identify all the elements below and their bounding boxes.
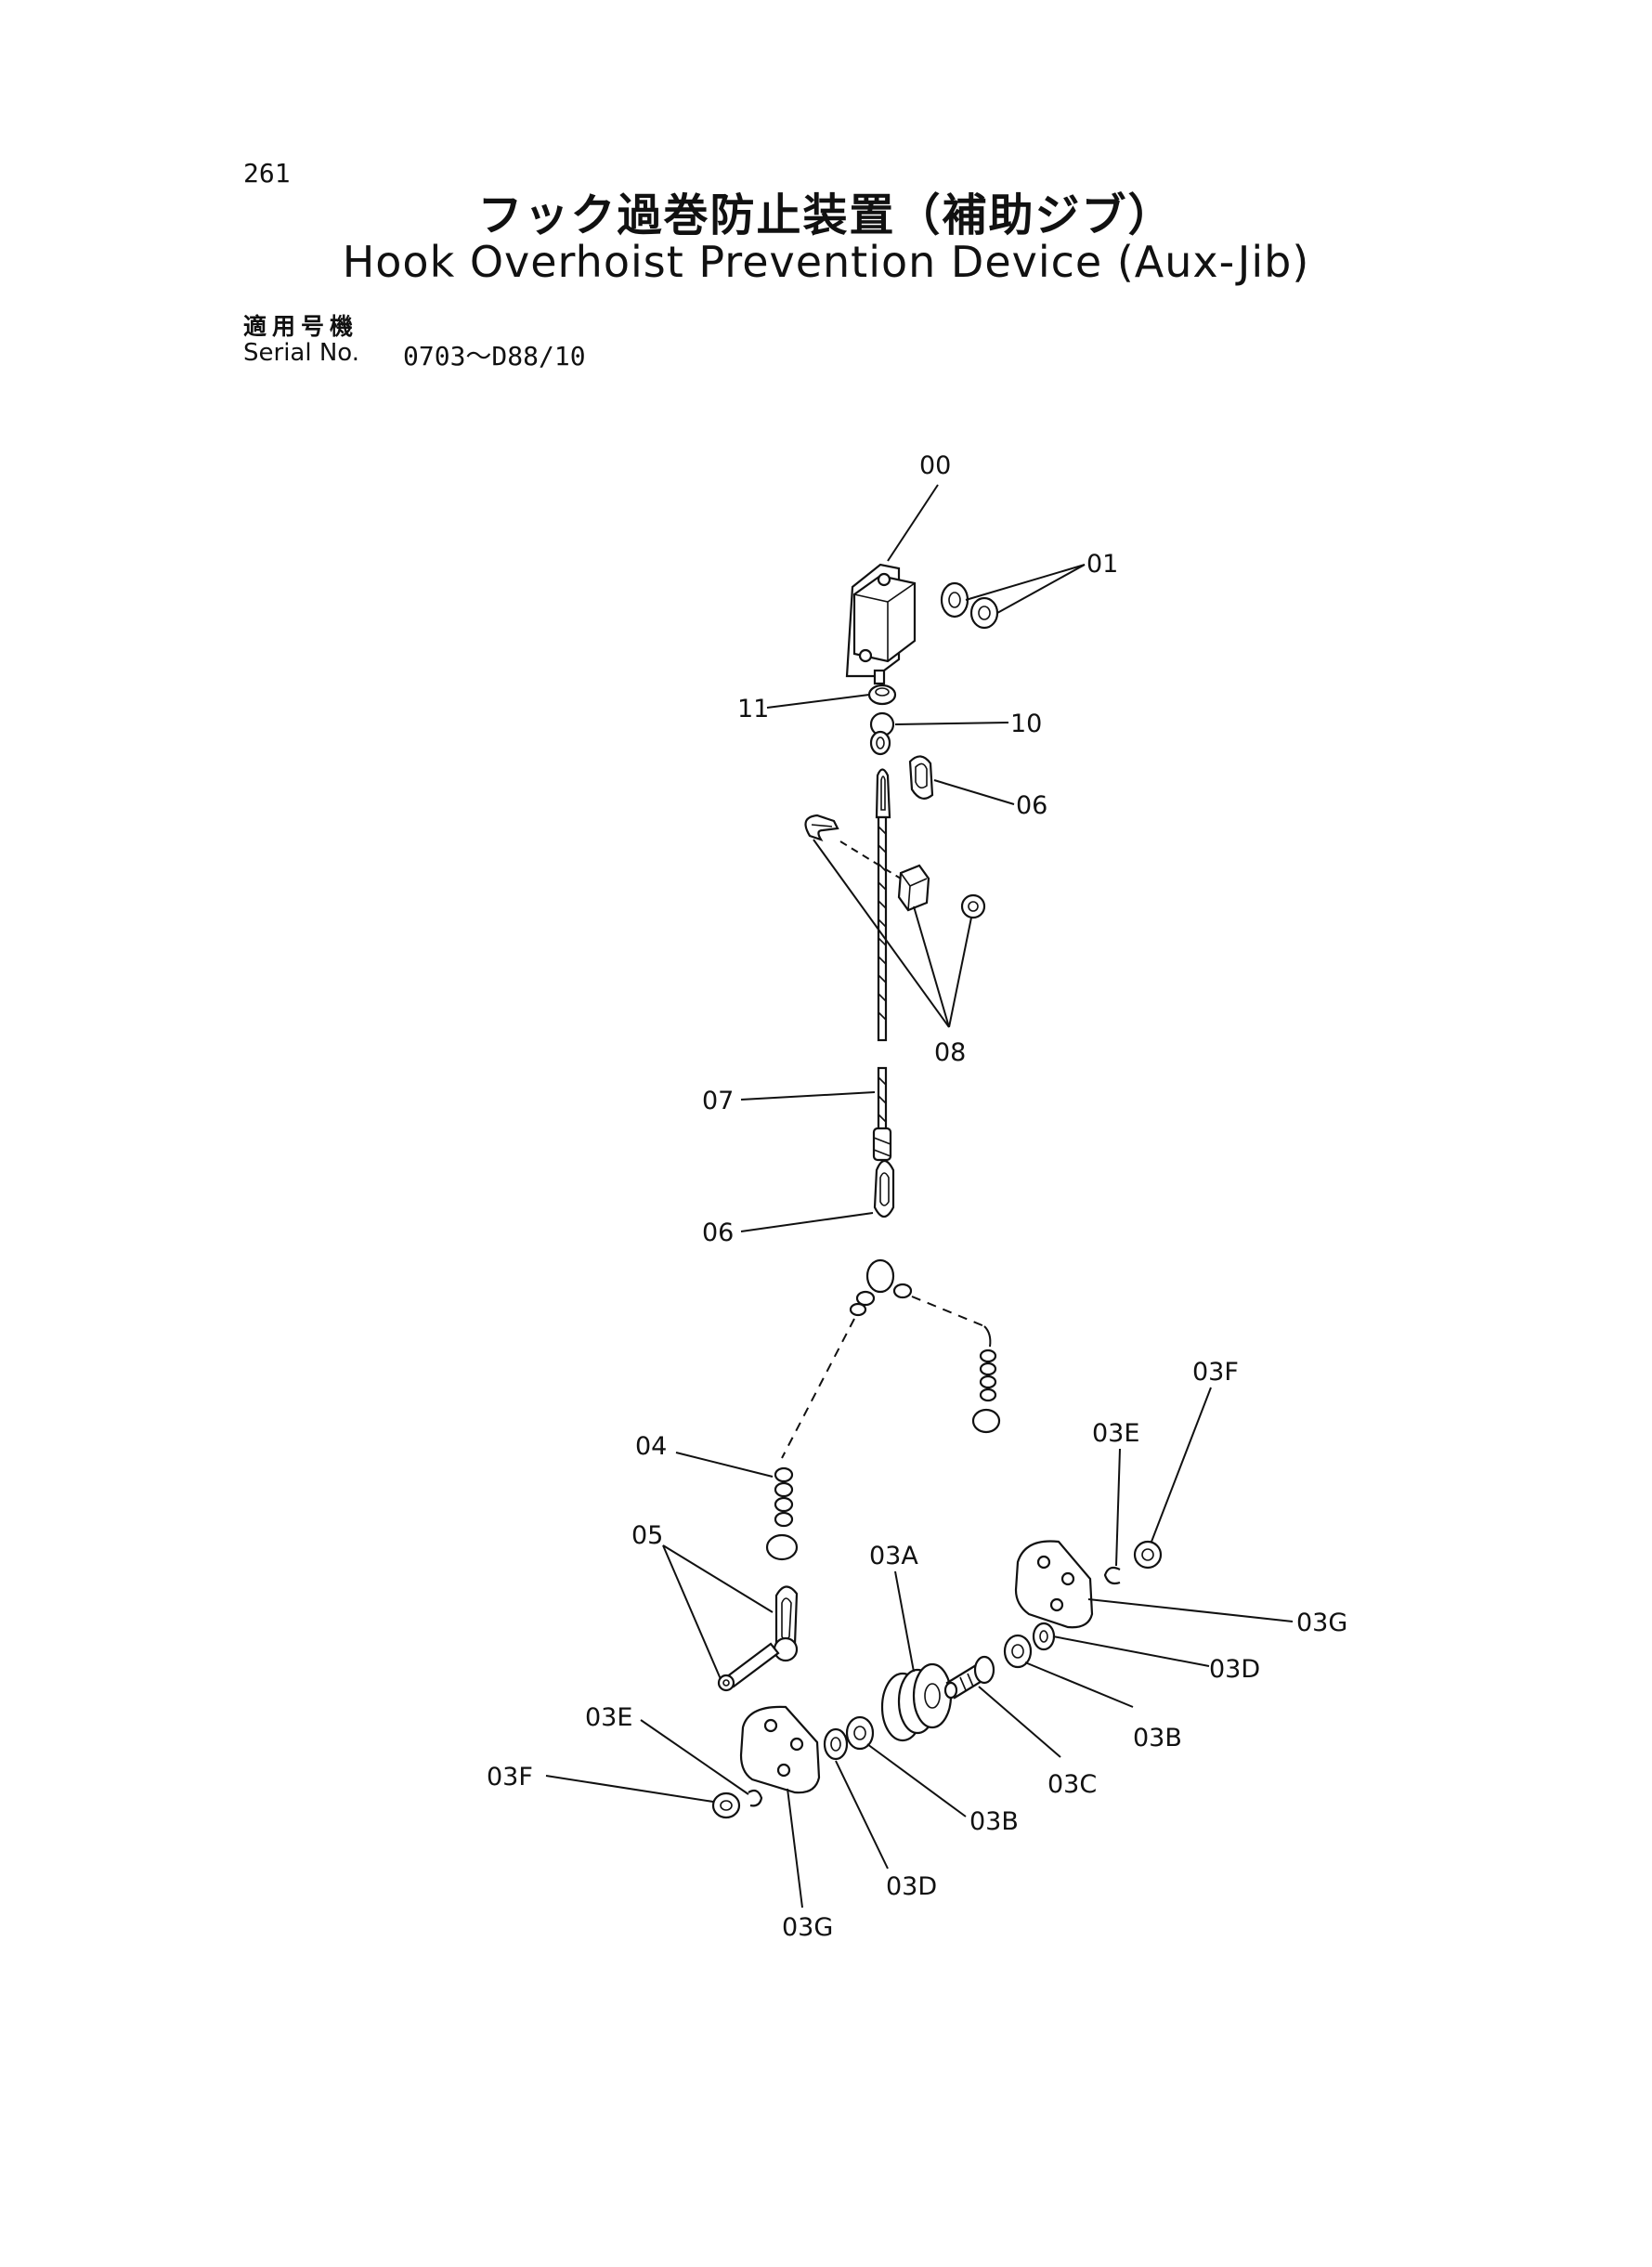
leader-lines	[545, 484, 1294, 1909]
callout-03D-left: 03D	[886, 1872, 937, 1901]
callout-11: 11	[737, 695, 769, 723]
callout-03A: 03A	[869, 1542, 918, 1570]
part-01-nuts	[940, 581, 999, 630]
callout-03F-left: 03F	[487, 1763, 533, 1791]
part-03F-nut-right	[1133, 1540, 1163, 1570]
callout-06-upper: 06	[1016, 791, 1047, 820]
part-03G-plate-left	[739, 1705, 821, 1794]
callout-06-lower: 06	[702, 1218, 734, 1247]
part-03B-spacer-left	[845, 1715, 875, 1751]
callout-03E-right: 03E	[1092, 1419, 1139, 1448]
serial-label-jp: 適用号機	[243, 313, 359, 340]
serial-value: 0703～D88/10	[403, 341, 586, 371]
callout-08: 08	[934, 1038, 966, 1067]
part-08-wire-clamp	[804, 814, 986, 919]
callout-03B-left: 03B	[969, 1807, 1019, 1836]
callout-03E-left: 03E	[585, 1703, 632, 1732]
part-10-eye	[869, 711, 895, 756]
part-07-wire-rope	[875, 768, 891, 1144]
callout-03C: 03C	[1047, 1770, 1097, 1799]
title-japanese: フック過巻防止装置（補助ジブ）	[477, 189, 1175, 241]
part-03A-sheave	[880, 1662, 953, 1742]
part-06-thimble-lower	[872, 1127, 895, 1218]
callout-07: 07	[702, 1087, 734, 1115]
part-03D-washer-right	[1032, 1622, 1056, 1651]
callout-03D-right: 03D	[1209, 1655, 1260, 1684]
part-03G-plate-right	[1014, 1540, 1094, 1629]
part-03B-spacer-right	[1003, 1634, 1033, 1669]
callout-00: 00	[919, 451, 951, 480]
callout-04: 04	[635, 1432, 667, 1461]
part-04-chain	[765, 1258, 1001, 1561]
part-03E-clip-right	[1103, 1566, 1121, 1585]
callout-labels: 00 01 11 10 06 08 07 06 04 05 03F 03E 03…	[487, 451, 1347, 1942]
serial-block: 適用号機 Serial No. 0703～D88/10	[243, 313, 586, 372]
part-03C-shaft	[943, 1655, 995, 1700]
callout-03G-left: 03G	[782, 1913, 833, 1942]
callout-10: 10	[1010, 710, 1042, 738]
title-english: Hook Overhoist Prevention Device (Aux-Ji…	[342, 237, 1310, 287]
part-05-shackle	[717, 1585, 799, 1692]
callout-01: 01	[1086, 550, 1118, 579]
callout-05: 05	[631, 1521, 663, 1550]
part-03D-washer-left	[823, 1727, 849, 1761]
part-03E-clip-left	[748, 1789, 763, 1807]
callout-03G-right: 03G	[1296, 1609, 1347, 1637]
callout-03B-right: 03B	[1133, 1724, 1182, 1752]
page-number: 261	[243, 158, 291, 189]
serial-label-en: Serial No.	[243, 339, 359, 367]
part-06-thimble-upper	[908, 755, 934, 800]
part-00-limit-switch	[845, 563, 917, 685]
part-03F-nut-left	[711, 1791, 741, 1819]
callout-03F-right: 03F	[1192, 1358, 1239, 1387]
part-11-nut	[867, 684, 897, 706]
